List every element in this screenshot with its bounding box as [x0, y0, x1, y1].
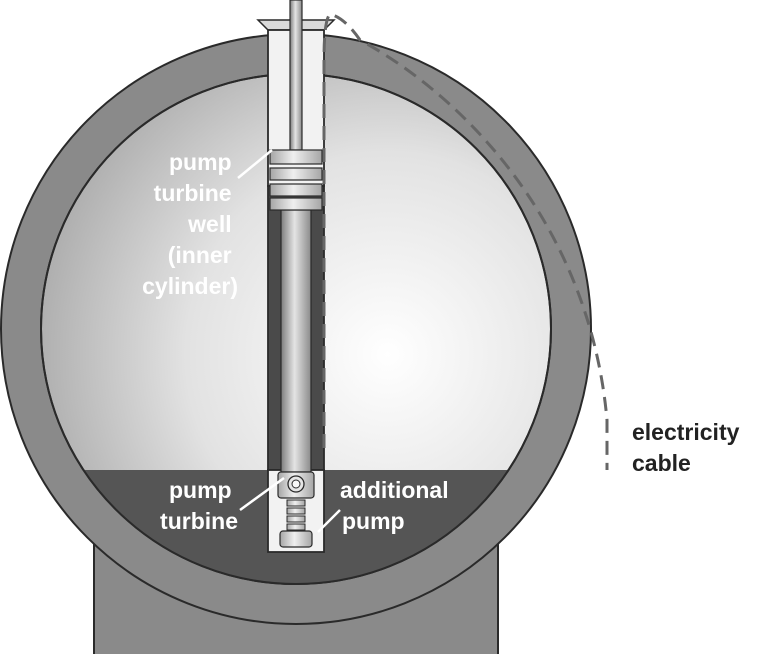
shaft-ring	[269, 197, 323, 211]
label-line: cylinder)	[142, 273, 238, 299]
label-line: additional	[340, 477, 449, 503]
shaft-ring	[269, 167, 323, 181]
label-line: electricity	[632, 419, 740, 445]
shaft-ring	[269, 183, 323, 197]
label-line: turbine	[154, 180, 232, 206]
label-pump-turbine-well: pump turbine well (inner cylinder)	[142, 149, 238, 299]
label-line: (inner	[168, 242, 232, 268]
label-line: pump	[342, 508, 405, 534]
drive-rod-top	[289, 0, 303, 151]
leader-line-additional-pump	[317, 509, 341, 533]
label-pump-turbine: pump turbine	[160, 477, 238, 534]
drive-rod-lower	[280, 209, 312, 473]
label-additional-pump: additional pump	[340, 477, 455, 534]
label-line: cable	[632, 450, 691, 476]
electricity-cable	[322, 12, 609, 470]
label-line: well	[187, 211, 231, 237]
label-line: pump	[169, 149, 232, 175]
coupling-stack	[286, 499, 306, 531]
label-line: turbine	[160, 508, 238, 534]
label-line: pump	[169, 477, 232, 503]
leader-line-well	[237, 149, 273, 179]
leader-line-pump-turbine	[239, 476, 285, 512]
additional-pump-body	[279, 530, 313, 548]
shaft-ring	[269, 149, 323, 165]
label-electricity-cable: electricity cable	[632, 419, 746, 476]
